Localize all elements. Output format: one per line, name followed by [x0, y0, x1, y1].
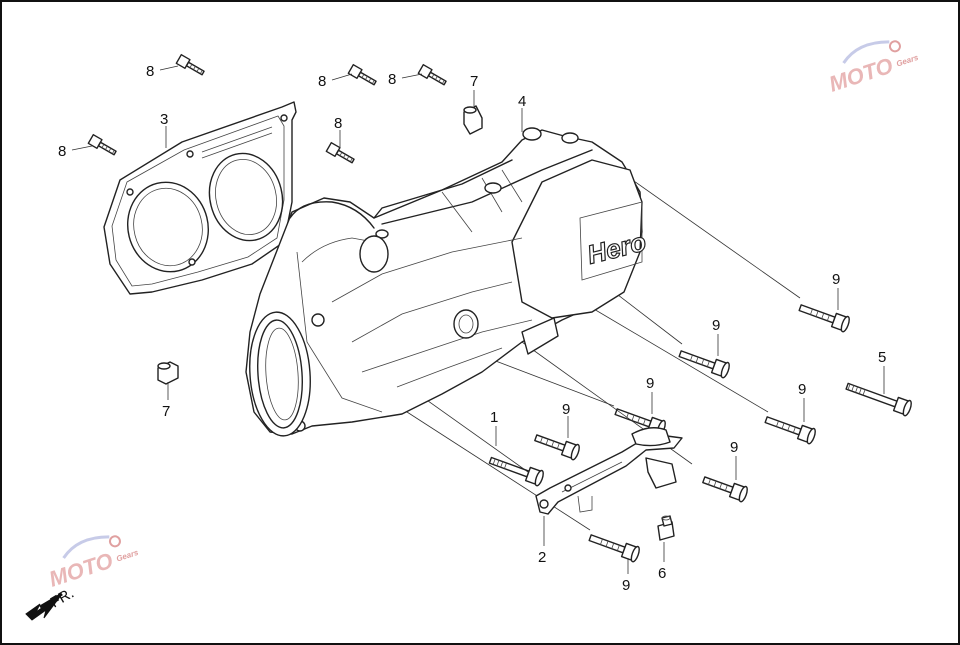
callout-8-c: 8	[388, 71, 396, 88]
part-3-inner-cover-plate	[103, 101, 297, 295]
part-9-flange-bolt	[588, 534, 640, 563]
part-8-screw	[175, 53, 205, 76]
callout-9-c: 9	[646, 375, 654, 392]
callout-8-a: 8	[146, 63, 154, 80]
part-2-bracket	[535, 427, 683, 515]
front-direction-indicator: FR.	[25, 585, 77, 621]
watermark-bottom-left: MOTO Gears	[46, 535, 140, 592]
part-8-screw	[87, 133, 117, 156]
callout-1: 1	[490, 409, 498, 426]
callout-4: 4	[518, 93, 526, 110]
part-8-screw	[325, 141, 355, 164]
callout-2: 2	[538, 549, 546, 566]
part-7-dowel-pin-left	[157, 361, 179, 385]
part-9-flange-bolt	[764, 416, 816, 445]
callout-8-e: 8	[334, 115, 342, 132]
part-9-flange-bolt	[678, 350, 730, 379]
part-9-flange-bolt	[798, 304, 850, 333]
watermark-text: MOTO	[46, 548, 116, 592]
watermark-sub: Gears	[115, 548, 140, 564]
watermark-text: MOTO	[826, 53, 896, 97]
part-8-screw	[347, 63, 377, 86]
part-8-screw	[417, 63, 447, 86]
part-7-dowel-pin-top	[463, 105, 483, 135]
callout-9-a: 9	[832, 271, 840, 288]
callout-9-e: 9	[562, 401, 570, 418]
callout-8-b: 8	[318, 73, 326, 90]
callout-6: 6	[658, 565, 666, 582]
callout-8-d: 8	[58, 143, 66, 160]
part-9-flange-bolt	[702, 476, 748, 503]
part-6-sensor-plug	[657, 515, 675, 541]
callout-stubs	[71, 65, 885, 574]
callout-9-f: 9	[730, 439, 738, 456]
callout-9-g: 9	[622, 577, 630, 594]
part-5-bolt	[845, 382, 912, 417]
part-9-flange-bolt	[534, 434, 580, 461]
watermark-top-right: MOTO Gears	[826, 40, 920, 97]
callout-5: 5	[878, 349, 886, 366]
callout-7-top: 7	[470, 73, 478, 90]
part-4-left-crankcase-cover: Hero	[245, 127, 650, 437]
callout-3: 3	[160, 111, 168, 128]
callout-9-d: 9	[798, 381, 806, 398]
callout-7-left: 7	[162, 403, 170, 420]
callout-9-b: 9	[712, 317, 720, 334]
part-1-bolt	[488, 456, 544, 487]
watermark-sub: Gears	[895, 53, 920, 69]
